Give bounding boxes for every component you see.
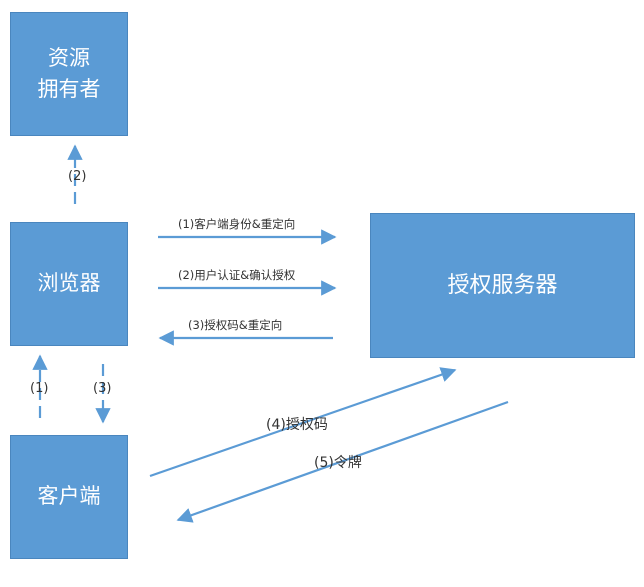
step2-label: (2) bbox=[68, 169, 86, 184]
step1-label: (1) bbox=[30, 381, 48, 396]
browser-box: 浏览器 bbox=[10, 222, 128, 346]
flow-label-c5: (5)令牌 bbox=[314, 454, 362, 471]
client-label: 客户端 bbox=[37, 484, 101, 509]
flow-label-b2: (2)用户认证&确认授权 bbox=[178, 268, 296, 282]
browser-label: 浏览器 bbox=[37, 271, 101, 296]
auth-server-box: 授权服务器 bbox=[370, 213, 635, 358]
step3-label: (3) bbox=[93, 381, 111, 396]
flow-label-c4: (4)授权码 bbox=[266, 417, 328, 433]
flow-label-b3: (3)授权码&重定向 bbox=[188, 318, 282, 332]
client-box: 客户端 bbox=[10, 435, 128, 559]
flow-label-b1: (1)客户端身份&重定向 bbox=[178, 217, 295, 231]
resource-owner-box: 资源 拥有者 bbox=[10, 12, 128, 136]
auth-server-label: 授权服务器 bbox=[447, 273, 558, 298]
arrow-client-to-auth bbox=[149, 367, 457, 478]
arrow-auth-to-client bbox=[176, 400, 509, 523]
resource-owner-label: 资源 拥有者 bbox=[37, 45, 101, 102]
